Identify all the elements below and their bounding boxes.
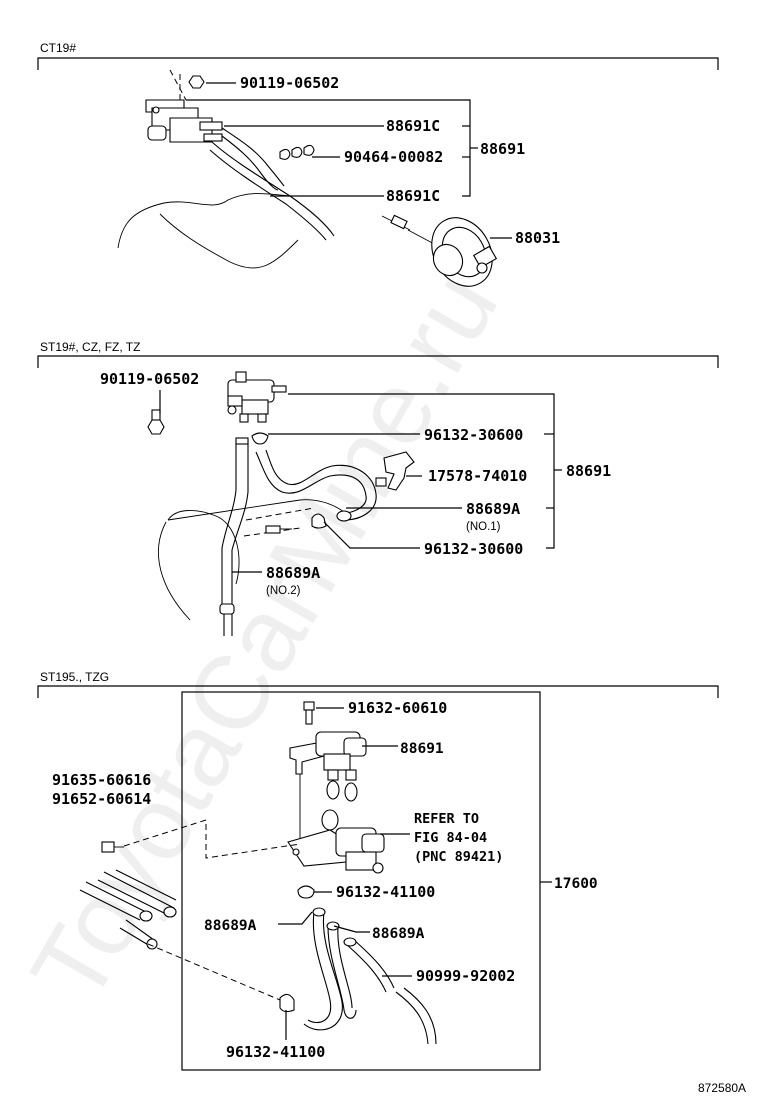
callout-17600: 17600 — [554, 876, 598, 892]
vacuum-hose-upper — [221, 127, 285, 187]
section-bracket — [37, 57, 719, 70]
callout-88689a-no1-sub: (NO.1) — [466, 521, 501, 533]
callout-91652-60614: 91652-60614 — [52, 790, 151, 808]
bolt-icon — [188, 75, 205, 89]
vsv-assembly — [289, 731, 367, 844]
section-st195: ST195., TZG — [37, 670, 719, 1071]
vacuum-hose-b — [327, 925, 357, 1019]
hose-clamp-icon-lower — [279, 993, 295, 1013]
bolt-icon-outside — [101, 841, 124, 853]
vacuum-hose-upper-b — [221, 135, 279, 191]
callout-88031: 88031 — [515, 229, 560, 247]
section-label-st195: ST195., TZG — [40, 670, 109, 684]
section-ct19: CT19# — [37, 41, 719, 287]
note-refer-to: REFER TO — [414, 811, 479, 827]
callout-90464-00082: 90464-00082 — [344, 148, 443, 166]
callout-88689a-no1: 88689A — [466, 500, 520, 518]
callout-88691: 88691 — [480, 140, 525, 158]
note-pnc: (PNC 89421) — [414, 849, 503, 865]
vacuum-actuator-icon — [381, 214, 498, 287]
callout-88689a-no2: 88689A — [266, 564, 320, 582]
bolt-icon — [147, 409, 165, 435]
callout-91635-60616: 91635-60616 — [52, 771, 151, 789]
pipe-assembly-icon — [79, 869, 177, 950]
section-label-ct19: CT19# — [40, 41, 76, 55]
callout-88691: 88691 — [400, 741, 444, 757]
callout-90119-06502: 90119-06502 — [100, 370, 199, 388]
callout-88689a-no2-sub: (NO.2) — [266, 585, 301, 597]
engine-outline — [117, 193, 291, 249]
vsv-assembly — [227, 371, 287, 423]
vacuum-hose-lower-b — [209, 149, 327, 241]
vsv-assembly — [145, 69, 223, 143]
callout-96132-30600-b: 96132-30600 — [424, 540, 523, 558]
callout-90119-06502: 90119-06502 — [240, 74, 339, 92]
callout-88691: 88691 — [566, 462, 611, 480]
callout-96132-30600-a: 96132-30600 — [424, 426, 523, 444]
vacuum-hose-c — [345, 943, 387, 993]
note-fig: FIG 84-04 — [414, 830, 487, 846]
engine-outline-2 — [159, 213, 299, 269]
section-st19: ST19#, CZ, FZ, TZ — [37, 340, 719, 636]
callout-88691c-b: 88691C — [386, 187, 440, 205]
callout-96132-41100-a: 96132-41100 — [336, 883, 435, 901]
callout-88689a-a: 88689A — [204, 918, 257, 934]
section-bracket — [37, 355, 719, 368]
callout-96132-41100-b: 96132-41100 — [226, 1043, 325, 1061]
vacuum-hose-a — [307, 911, 332, 1024]
hose-clamp-icon-lower — [311, 513, 327, 529]
callout-91632-60610: 91632-60610 — [348, 699, 447, 717]
bolt-icon-lower — [265, 525, 292, 534]
watermark: ToyotaCarMine.ru — [9, 253, 520, 1022]
callout-90999-92002: 90999-92002 — [416, 967, 515, 985]
callout-17578-74010: 17578-74010 — [428, 467, 527, 485]
section-label-st19: ST19#, CZ, FZ, TZ — [40, 340, 140, 354]
bolt-icon — [303, 701, 315, 725]
hose-clip-icon — [279, 144, 315, 160]
hose-clamp-icon — [251, 432, 269, 445]
section-bracket — [37, 685, 719, 698]
callout-88691c-a: 88691C — [386, 117, 440, 135]
bracket-icon — [375, 451, 415, 491]
vsv-reference-assembly — [287, 809, 385, 874]
hose-clamp-icon — [297, 885, 315, 899]
vacuum-hose-lower — [211, 141, 335, 237]
engine-outline — [158, 510, 240, 621]
callout-88689a-b: 88689A — [372, 926, 425, 942]
kit-frame — [181, 691, 541, 1071]
vacuum-hose-no1 — [255, 451, 367, 515]
figure-id: 872580A — [698, 1081, 746, 1095]
